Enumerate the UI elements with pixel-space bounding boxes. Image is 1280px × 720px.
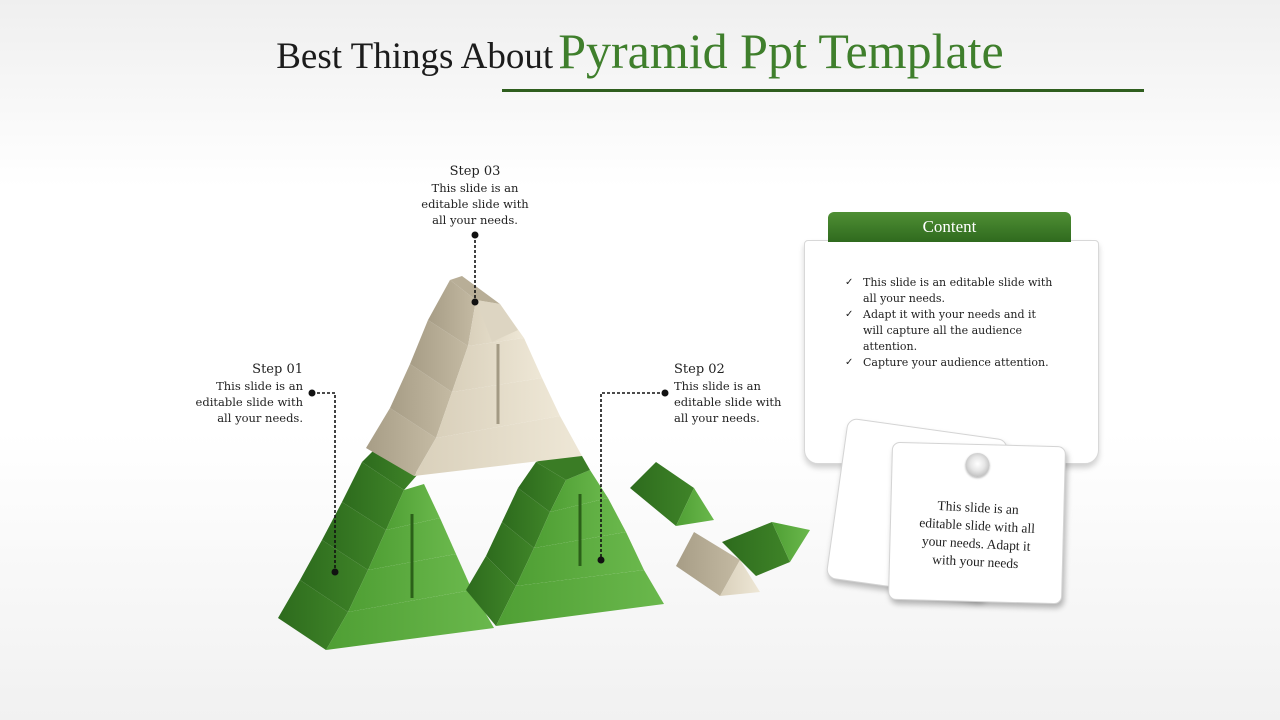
step-heading: Step 02 <box>674 362 725 377</box>
step-body-line: This slide is an <box>431 181 519 195</box>
title-highlight: Pyramid Ppt Template <box>558 23 1004 79</box>
slide-title: Best Things About Pyramid Ppt Template <box>0 26 1280 76</box>
loose-tan-wedge <box>676 532 760 596</box>
loose-green-wedge-1 <box>630 462 714 526</box>
title-underline <box>502 89 1144 92</box>
checkmark-icon: ✓ <box>845 309 854 320</box>
step-body-line: all your needs. <box>432 213 518 227</box>
step-heading: Step 01 <box>252 362 303 377</box>
title-prefix: Best Things About <box>276 36 554 77</box>
sticky-note: This slide is an editable slide with all… <box>887 441 1067 605</box>
pushpin-icon <box>965 452 990 478</box>
step-body-line: all your needs. <box>217 411 303 425</box>
step-03-label: Step 03 This slide is an editable slide … <box>400 164 550 228</box>
content-bullet: ✓ Capture your audience attention. <box>845 356 1049 369</box>
content-tab: Content <box>828 212 1071 242</box>
checkmark-icon: ✓ <box>845 357 854 368</box>
step-body-line: This slide is an <box>216 379 303 393</box>
sticky-note-text: This slide is an editable slide with all… <box>918 497 1036 572</box>
step-body-line: editable slide with <box>421 197 529 211</box>
right-green-pyramid <box>466 454 664 626</box>
step-02-label: Step 02 This slide is an editable slide … <box>674 362 804 426</box>
content-bullet: ✓ Adapt it with your needs and it will c… <box>845 308 1036 353</box>
step-body-line: all your needs. <box>674 411 760 425</box>
checkmark-icon: ✓ <box>845 277 854 288</box>
connector-dots <box>308 231 669 576</box>
left-green-pyramid <box>278 448 494 650</box>
step-body-line: editable slide with <box>674 395 782 409</box>
tan-top-pyramid <box>366 276 582 476</box>
step-body-line: This slide is an <box>674 379 761 393</box>
content-bullet: ✓ This slide is an editable slide with a… <box>845 276 1053 305</box>
step-connectors <box>312 235 665 572</box>
step-heading: Step 03 <box>449 164 501 179</box>
step-body-line: editable slide with <box>195 395 303 409</box>
content-bullet-list: ✓ This slide is an editable slide with a… <box>805 241 1059 371</box>
loose-green-wedge-2 <box>722 522 810 576</box>
step-01-label: Step 01 This slide is an editable slide … <box>180 362 303 426</box>
